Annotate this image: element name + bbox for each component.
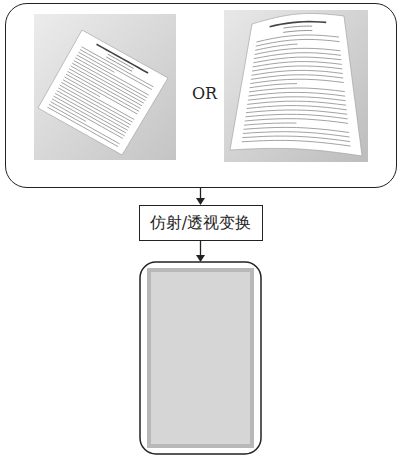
text-line — [250, 84, 297, 88]
text-line — [247, 106, 347, 110]
text-line — [270, 22, 327, 27]
or-label: OR — [192, 84, 217, 103]
text-line — [61, 82, 132, 122]
text-line — [68, 71, 139, 111]
text-line — [49, 104, 120, 144]
text-line — [71, 66, 143, 106]
photo-background — [34, 14, 176, 160]
text-line — [242, 140, 351, 146]
text-line — [108, 54, 134, 68]
photo-background — [151, 272, 250, 444]
text-line — [250, 79, 343, 83]
text-line — [244, 123, 296, 125]
text-line — [245, 119, 348, 124]
text-line — [248, 97, 346, 101]
text-line — [54, 96, 125, 136]
text-line — [60, 85, 131, 125]
text-line — [256, 39, 340, 46]
text-line — [52, 99, 123, 139]
text-line — [47, 107, 118, 147]
text-line — [106, 57, 132, 71]
text-line — [248, 92, 345, 96]
text-line — [245, 114, 347, 119]
text-line — [256, 35, 339, 42]
text-line — [55, 93, 126, 133]
text-line — [58, 88, 129, 128]
process-label: 仿射/透视变换 — [150, 213, 251, 234]
text-line — [246, 110, 347, 114]
photo-background — [147, 268, 254, 448]
paper-page — [38, 30, 168, 155]
arrowhead — [196, 198, 205, 205]
process-box: 仿射/透视变换 — [139, 205, 263, 241]
text-line — [283, 31, 312, 33]
photo-background — [224, 10, 368, 162]
text-line — [254, 53, 341, 59]
result-box — [140, 262, 261, 454]
text-line — [251, 75, 343, 80]
arrowhead — [196, 255, 205, 262]
flow-arrow — [196, 188, 205, 205]
text-line — [57, 91, 128, 131]
paper-page — [230, 14, 362, 157]
arrow-line — [200, 188, 201, 199]
text-line — [97, 44, 149, 73]
text-line — [247, 101, 346, 105]
text-line — [255, 44, 297, 50]
text-line — [284, 26, 313, 28]
outer-box: OR — [5, 3, 397, 188]
arrow-line — [200, 241, 201, 256]
text-line — [249, 88, 345, 92]
text-line — [63, 80, 134, 120]
